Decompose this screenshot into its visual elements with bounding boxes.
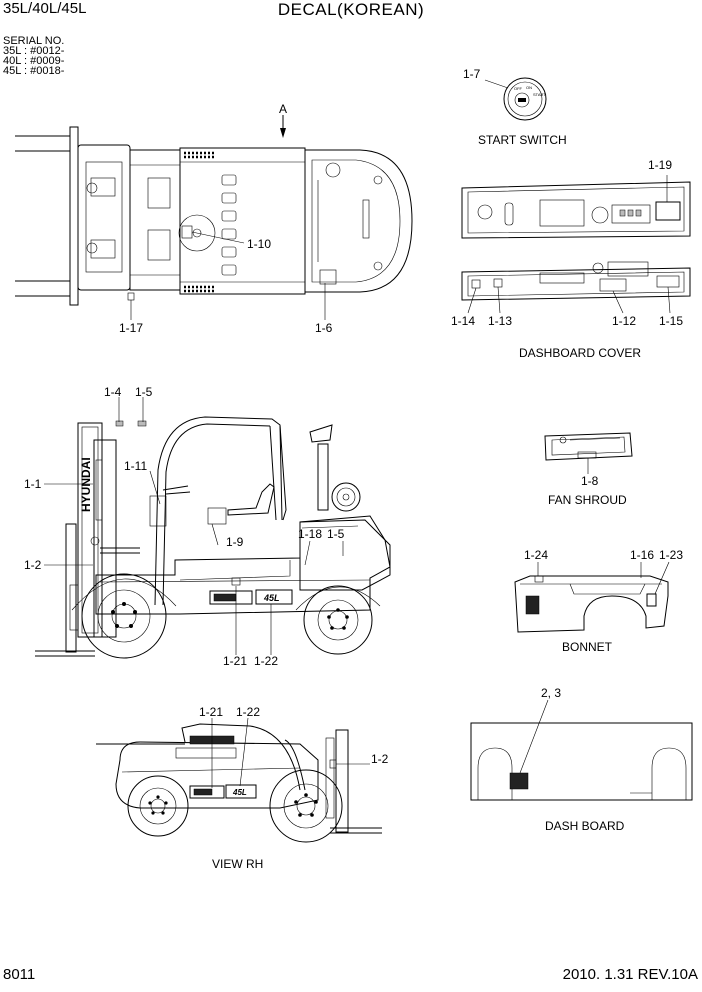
dash-board-drawing bbox=[470, 699, 693, 801]
switch-label-start: START bbox=[533, 92, 546, 97]
caption-bonnet: BONNET bbox=[562, 640, 613, 654]
mast-brand-decal: HYUNDAI bbox=[79, 457, 93, 512]
callout-1-14: 1-14 bbox=[451, 314, 475, 328]
rh-counterweight-badge-text: 45L bbox=[232, 788, 247, 797]
view-rh-drawing: 45L bbox=[96, 717, 382, 843]
bonnet-drawing bbox=[514, 561, 670, 633]
callout-1-22: 1-22 bbox=[254, 654, 278, 668]
side-view-drawing: HYUNDAI bbox=[35, 397, 391, 659]
switch-label-on: ON bbox=[526, 85, 532, 90]
caption-view-rh: VIEW RH bbox=[212, 857, 263, 871]
callout-1-19: 1-19 bbox=[648, 158, 672, 172]
top-view-drawing: A bbox=[15, 102, 413, 320]
fan-shroud-drawing bbox=[544, 432, 633, 474]
callout-2-3: 2, 3 bbox=[541, 686, 561, 700]
caption-dash-board: DASH BOARD bbox=[545, 819, 625, 833]
dashboard-cover-drawing bbox=[461, 175, 691, 314]
revision-label: 2010. 1.31 REV.10A bbox=[562, 966, 698, 983]
callout-1-10: 1-10 bbox=[247, 237, 271, 251]
view-marker-a: A bbox=[279, 102, 287, 116]
serial-heading: SERIAL NO. bbox=[3, 35, 65, 47]
serial-line-40l: 40L : #0009- bbox=[3, 55, 65, 67]
callout-1-13: 1-13 bbox=[488, 314, 512, 328]
start-switch-drawing: OFF ON START bbox=[484, 77, 547, 121]
callout-1-12: 1-12 bbox=[612, 314, 636, 328]
callout-1-21-rh: 1-21 bbox=[199, 705, 223, 719]
callout-1-24: 1-24 bbox=[524, 548, 548, 562]
callout-1-5-lower: 1-5 bbox=[327, 527, 345, 541]
page-title: DECAL(KOREAN) bbox=[277, 0, 425, 19]
counterweight-badge-text: 45L bbox=[263, 593, 280, 603]
model-label: 35L/40L/45L bbox=[3, 0, 87, 17]
callout-1-7: 1-7 bbox=[463, 67, 481, 81]
caption-fan-shroud: FAN SHROUD bbox=[548, 493, 627, 507]
caption-start-switch: START SWITCH bbox=[478, 133, 567, 147]
callout-1-9: 1-9 bbox=[226, 535, 244, 549]
vent-grille-top bbox=[184, 151, 214, 293]
caption-dashboard-cover: DASHBOARD COVER bbox=[519, 346, 641, 360]
callout-1-16: 1-16 bbox=[630, 548, 654, 562]
callout-1-18: 1-18 bbox=[298, 527, 322, 541]
callout-1-11: 1-11 bbox=[124, 459, 147, 473]
callout-1-6: 1-6 bbox=[315, 321, 333, 335]
callout-1-1: 1-1 bbox=[24, 477, 42, 491]
serial-line-45l: 45L : #0018- bbox=[3, 65, 65, 77]
callout-1-22-rh: 1-22 bbox=[236, 705, 260, 719]
callout-1-21: 1-21 bbox=[223, 654, 247, 668]
callout-1-8: 1-8 bbox=[581, 474, 599, 488]
callout-1-15: 1-15 bbox=[659, 314, 683, 328]
callout-1-23: 1-23 bbox=[659, 548, 683, 562]
switch-label-off: OFF bbox=[514, 86, 523, 91]
page-number: 8011 bbox=[3, 966, 36, 983]
callout-1-4: 1-4 bbox=[104, 385, 122, 399]
serial-line-35l: 35L : #0012- bbox=[3, 45, 65, 57]
callout-1-2-rh: 1-2 bbox=[371, 752, 389, 766]
callout-1-5: 1-5 bbox=[135, 385, 153, 399]
serial-block: SERIAL NO. 35L : #0012- 40L : #0009- 45L… bbox=[3, 35, 65, 77]
callout-1-17: 1-17 bbox=[119, 321, 143, 335]
callout-1-2: 1-2 bbox=[24, 558, 42, 572]
